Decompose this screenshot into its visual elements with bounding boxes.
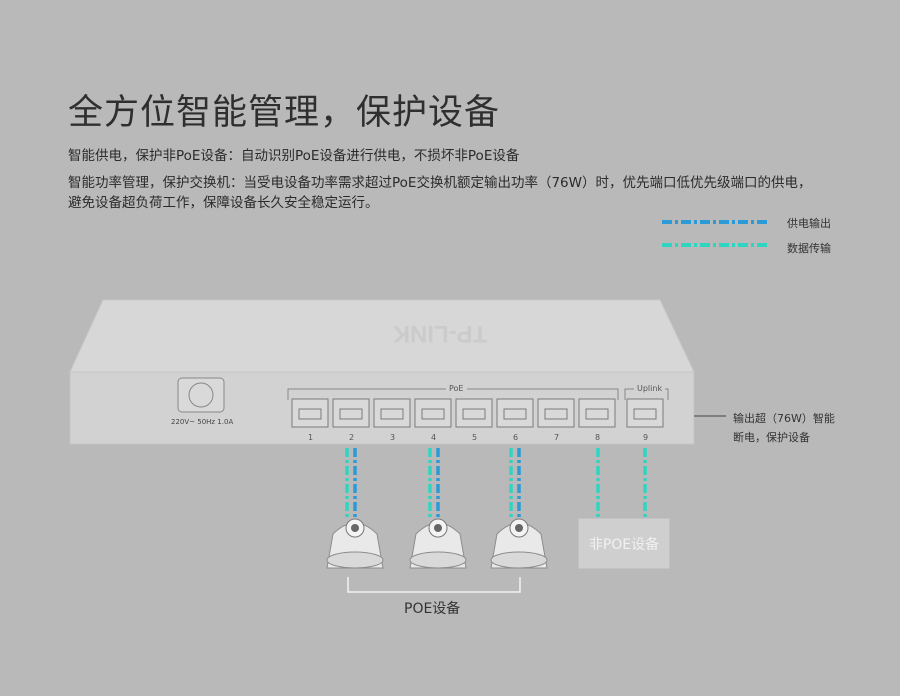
- port-2: [332, 398, 370, 428]
- port-5: [455, 398, 493, 428]
- port-number: 6: [513, 433, 519, 442]
- desc-line-3: 避免设备超负荷工作，保障设备长久安全稳定运行。: [68, 195, 379, 211]
- page-title: 全方位智能管理，保护设备: [68, 93, 501, 133]
- rj45-ports: [291, 398, 664, 428]
- port-9: [626, 398, 664, 428]
- desc-line-1: 智能供电，保护非PoE设备：自动识别PoE设备进行供电，不损坏非PoE设备: [68, 148, 520, 164]
- poe-group-label: PoE: [446, 384, 467, 393]
- port-8: [578, 398, 616, 428]
- port-number: 3: [390, 433, 396, 442]
- brand-embossed: TP-LINK: [392, 320, 487, 347]
- port-6: [496, 398, 534, 428]
- port-3: [373, 398, 411, 428]
- port-number: 8: [595, 433, 601, 442]
- port-number: 5: [472, 433, 478, 442]
- port-7: [537, 398, 575, 428]
- legend-lines: [662, 220, 770, 247]
- power-socket-ring: [188, 382, 214, 408]
- side-note-line-1: 输出超（76W）智能: [733, 412, 835, 425]
- non-poe-device-box: 非POE设备: [578, 518, 670, 569]
- power-socket: [177, 377, 225, 413]
- port-1: [291, 398, 329, 428]
- uplink-group-label: Uplink: [634, 384, 666, 393]
- non-poe-label: 非POE设备: [588, 536, 660, 553]
- camera-1: [326, 518, 384, 569]
- camera-3: [490, 518, 548, 569]
- camera-2: [409, 518, 467, 569]
- desc-line-2: 智能功率管理，保护交换机：当受电设备功率需求超过PoE交换机额定输出功率（76W…: [68, 175, 812, 191]
- port-4: [414, 398, 452, 428]
- port-number: 2: [349, 433, 355, 442]
- legend-data-label: 数据传输: [787, 242, 831, 255]
- cables: [345, 448, 647, 518]
- legend-power-label: 供电输出: [787, 217, 831, 230]
- side-note-line-2: 断电，保护设备: [733, 431, 810, 444]
- switch-top-face: [69, 299, 695, 373]
- port-number: 4: [431, 433, 437, 442]
- port-number: 9: [643, 433, 649, 442]
- poe-devices-label: POE设备: [404, 601, 461, 617]
- power-spec-label: 220V~ 50Hz 1.0A: [171, 418, 234, 426]
- port-number: 1: [308, 433, 314, 442]
- port-number: 7: [554, 433, 560, 442]
- poe-devices-bracket: [347, 577, 521, 593]
